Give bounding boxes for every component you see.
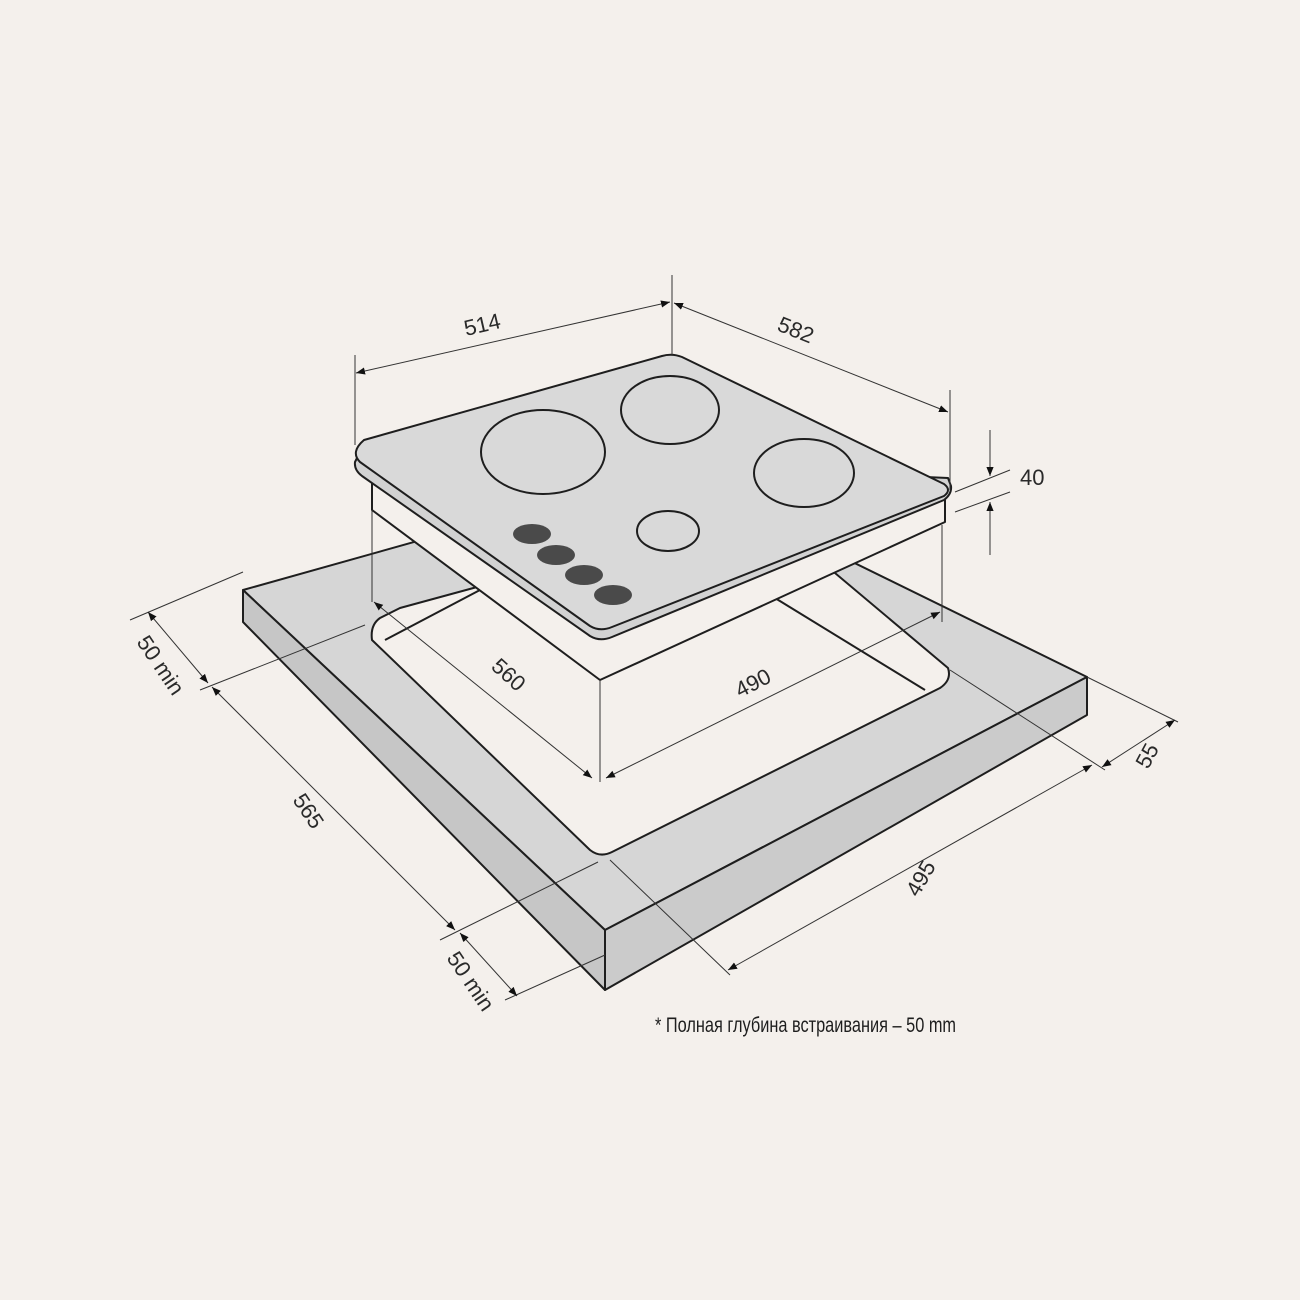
dim-cutout-width: 495	[901, 856, 941, 900]
knob-3	[565, 565, 603, 585]
dim-clearance-front: 50 min	[442, 947, 500, 1016]
burner-small	[636, 510, 700, 552]
dim-hob-width: 514	[462, 308, 503, 341]
knob-2	[537, 545, 575, 565]
dim-hob-height: 40	[1020, 465, 1044, 490]
dimension-lines	[147, 300, 1176, 997]
footnote: * Полная глубина встраивания – 50 mm	[655, 1013, 956, 1036]
burner-large	[480, 409, 606, 495]
burner-right	[753, 438, 855, 508]
dim-cutout-length: 565	[288, 789, 329, 833]
knob-4	[594, 585, 632, 605]
dim-clearance-back: 50 min	[132, 631, 190, 700]
dim-hob-depth: 582	[774, 311, 817, 348]
dim-edge-clearance: 55	[1130, 739, 1164, 772]
knob-1	[513, 524, 551, 544]
